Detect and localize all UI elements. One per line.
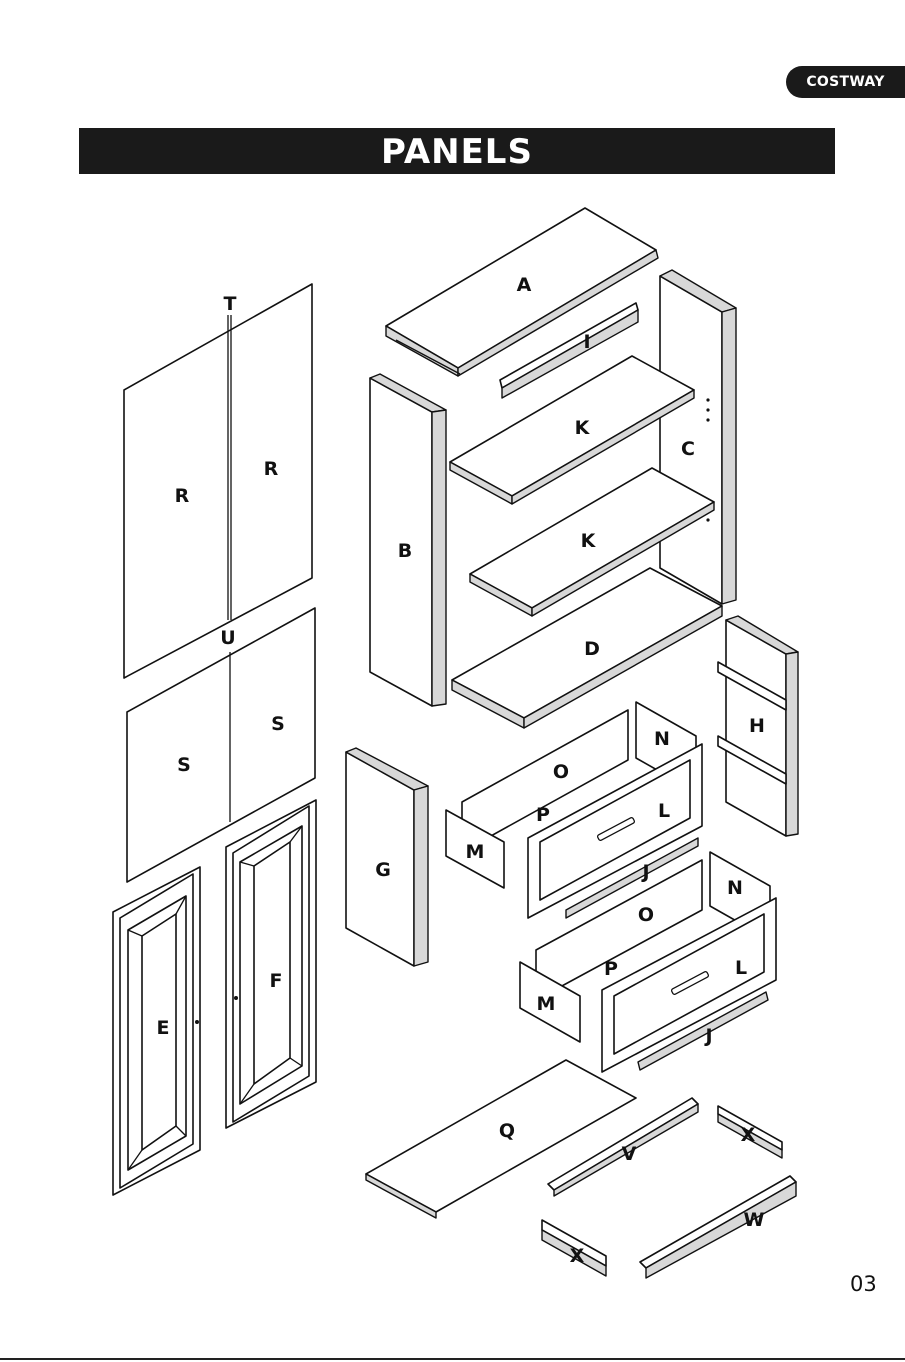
part-label-u: U (220, 627, 235, 649)
part-label-f: F (270, 970, 283, 992)
part-w-rail (640, 1176, 796, 1278)
part-label-g: G (375, 859, 391, 881)
part-label-h: H (749, 715, 765, 737)
page-number: 03 (850, 1272, 877, 1296)
part-label-p-upper: P (536, 804, 550, 826)
part-label-v: V (622, 1143, 637, 1165)
part-label-x-right: X (741, 1124, 756, 1146)
part-label-r-left: R (175, 485, 190, 507)
part-f-door (226, 800, 316, 1128)
part-label-b: B (398, 540, 412, 562)
part-label-n-upper: N (654, 728, 670, 750)
part-label-j-lower: J (703, 1025, 712, 1047)
part-label-s-left: S (177, 754, 191, 776)
part-label-l-upper: L (658, 800, 670, 822)
part-label-p-lower: P (604, 958, 618, 980)
part-label-j-upper: J (640, 861, 649, 883)
footer-rule (0, 1358, 905, 1360)
part-g-panel (346, 748, 428, 966)
part-label-s-right: S (271, 713, 285, 735)
part-label-e: E (157, 1017, 170, 1039)
part-label-l-lower: L (735, 957, 747, 979)
part-label-c: C (681, 438, 695, 460)
part-label-k-lower: K (581, 530, 597, 552)
part-label-m-upper: M (466, 841, 485, 863)
part-label-d: D (584, 638, 600, 660)
part-label-o-upper: O (553, 761, 569, 783)
part-label-k-upper: K (575, 417, 591, 439)
part-label-t: T (224, 293, 237, 315)
part-label-m-lower: M (537, 993, 556, 1015)
part-label-r-right: R (264, 458, 279, 480)
part-label-i: I (583, 331, 590, 353)
part-r-glass-panels (124, 284, 312, 678)
part-label-n-lower: N (727, 877, 743, 899)
part-label-w: W (744, 1209, 765, 1231)
part-c-side-panel (660, 270, 736, 604)
part-label-o-lower: O (638, 904, 654, 926)
part-label-q: Q (499, 1120, 515, 1142)
part-label-x-left: X (570, 1245, 585, 1267)
part-label-a: A (517, 274, 532, 296)
